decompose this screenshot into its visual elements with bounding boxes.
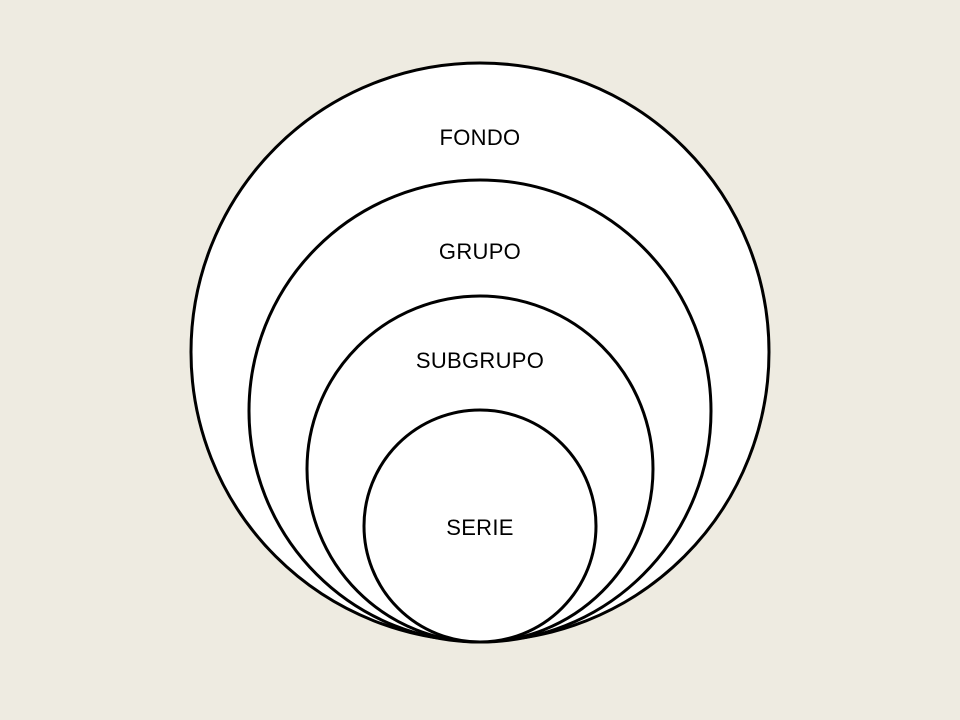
- label-subgrupo: SUBGRUPO: [416, 348, 544, 373]
- label-grupo: GRUPO: [439, 239, 521, 264]
- label-serie: SERIE: [446, 515, 514, 540]
- circle-serie: [362, 408, 598, 644]
- label-fondo: FONDO: [440, 125, 521, 150]
